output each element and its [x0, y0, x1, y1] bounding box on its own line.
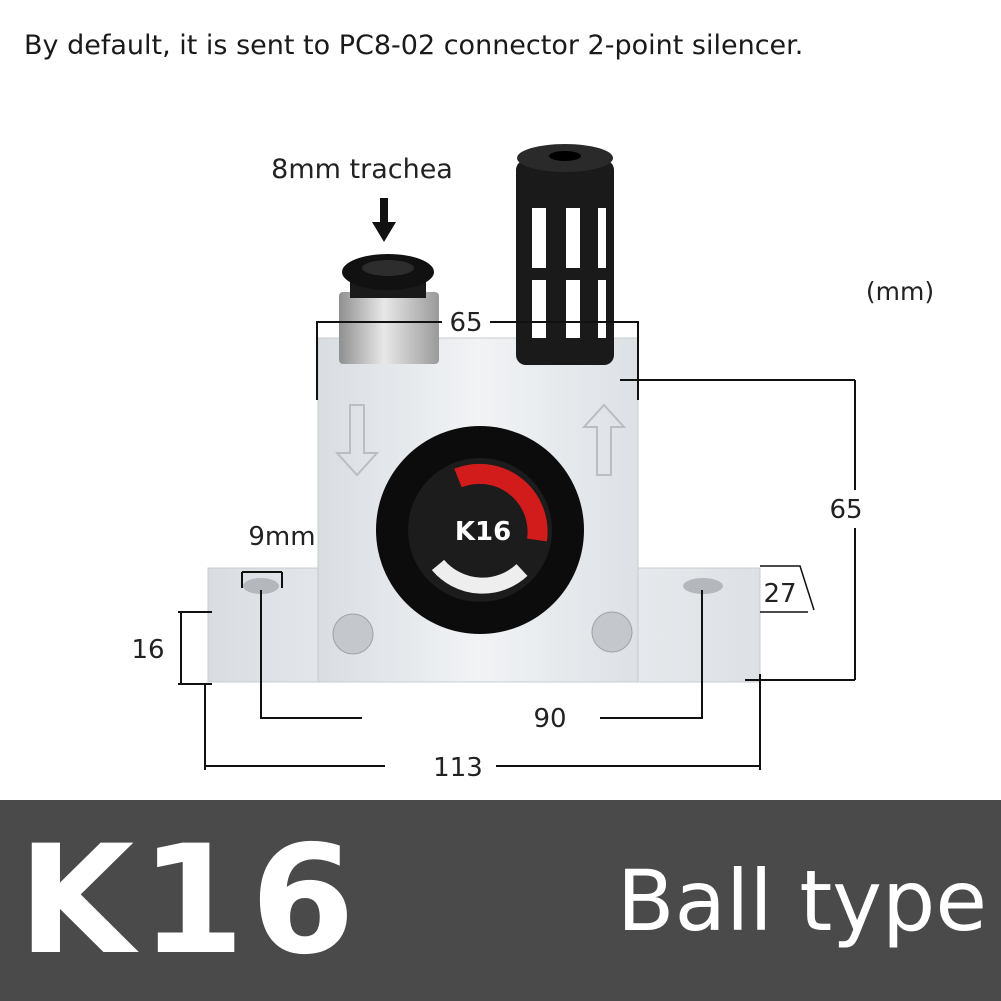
unit-label: (mm) — [866, 277, 934, 306]
bolt-left — [332, 613, 374, 655]
caption: By default, it is sent to PC8-02 connect… — [24, 30, 804, 61]
dim-hole-spacing — [260, 590, 703, 719]
arrow-down-icon — [334, 404, 380, 477]
arrow-up-icon — [581, 403, 627, 476]
dim-total-length-label: 113 — [433, 753, 483, 783]
product-diagram: K16 8mm trachea (mm) 65 65 9mm — [131, 144, 934, 783]
dim-hole-spacing-label: 90 — [533, 704, 566, 734]
dim-base-depth — [760, 565, 815, 613]
dim-base-height-label: 16 — [131, 635, 164, 665]
dim-top-width-label: 65 — [449, 308, 482, 338]
dim-total-length — [204, 674, 761, 770]
dim-base-depth-label: 27 — [763, 579, 796, 609]
fitting-hex — [339, 292, 439, 364]
title-banner: K16 Ball type — [0, 800, 1001, 1001]
dim-height-label: 65 — [829, 495, 862, 525]
model-type: Ball type — [616, 851, 987, 950]
model-name: K16 — [18, 813, 361, 988]
bolt-right — [591, 611, 633, 653]
dim-height — [620, 379, 856, 681]
trachea-label: 8mm trachea — [271, 154, 453, 185]
mount-hole-right — [683, 578, 723, 594]
body-label: K16 — [455, 517, 511, 547]
dim-top-width — [316, 321, 639, 400]
dim-hole-label: 9mm — [248, 522, 315, 552]
dim-base-height — [178, 611, 212, 685]
mount-hole-left — [243, 578, 279, 594]
dim-hole — [241, 571, 283, 588]
arrow-down-icon — [372, 198, 396, 242]
